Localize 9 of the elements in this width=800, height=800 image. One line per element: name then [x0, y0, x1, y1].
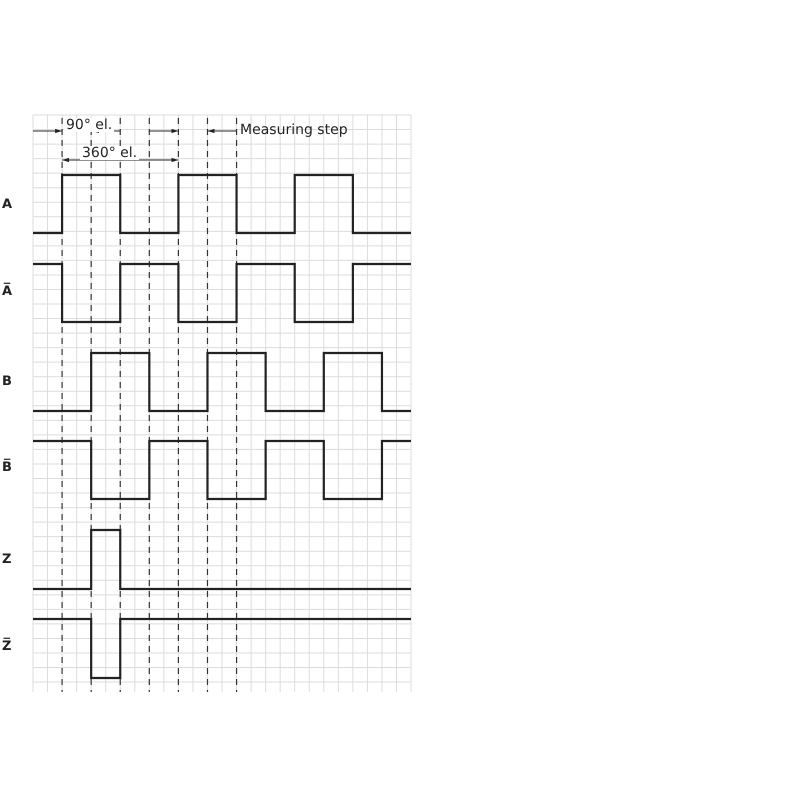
signal-label: Z [2, 553, 12, 566]
signal-label: B [2, 375, 12, 388]
dimension-label: 90° el. [64, 118, 114, 132]
dimension-label: 360° el. [80, 146, 140, 160]
signal-label: A̅ [2, 285, 12, 298]
signal-label: A [2, 198, 12, 211]
signal-label: Z̅ [2, 640, 12, 653]
signal-label: B̅ [2, 461, 12, 474]
annotation-text: Measuring step [240, 123, 348, 137]
